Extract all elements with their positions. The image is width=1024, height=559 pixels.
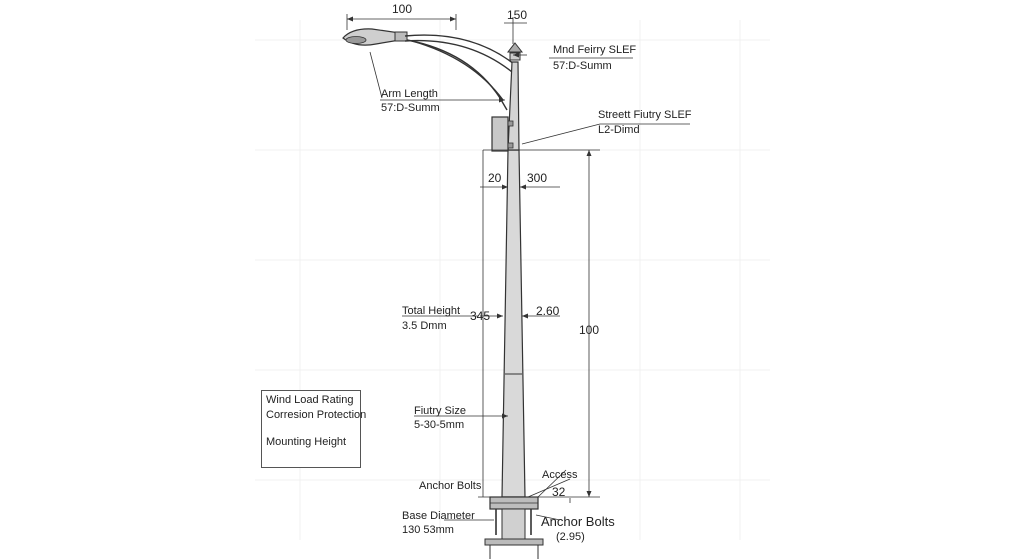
dim-32: 32 <box>552 485 566 499</box>
label-base-title: Base Diameter <box>402 510 475 522</box>
label-mnd-title: Mnd Feirry SLEF <box>553 44 637 56</box>
label-fiutry-value: 5-30-5mm <box>414 419 465 431</box>
dim-100-right: 100 <box>579 323 600 337</box>
legend-item-corrosion: Corresion Protection <box>266 409 367 421</box>
pole <box>501 42 526 498</box>
label-street-value: L2-Dimd <box>598 124 640 136</box>
pole-base <box>484 496 544 559</box>
dim-top-100: 100 <box>392 2 413 16</box>
dim-260: 2.60 <box>536 304 560 318</box>
label-base-value: 130 53mm <box>402 524 454 536</box>
dim-345: 345 <box>470 309 491 323</box>
control-box <box>491 116 514 152</box>
legend-item-wind-load: Wind Load Rating <box>266 394 354 406</box>
label-street-title: Streett Fiutry SLEF <box>598 109 692 121</box>
dim-20: 20 <box>488 171 502 185</box>
dim-top-150: 150 <box>507 8 528 22</box>
label-anchor-bolts-2-value: (2.95) <box>556 531 585 543</box>
label-total-title: Total Height <box>402 305 461 317</box>
dim-300: 300 <box>527 171 548 185</box>
lamp-arm <box>404 34 515 111</box>
label-arm-title: Arm Length <box>381 88 438 100</box>
label-arm-value: 57:D-Summ <box>381 102 440 114</box>
dimension-arrows <box>347 16 592 497</box>
label-anchor-bolts-2: Anchor Bolts <box>541 514 615 529</box>
label-access: Access <box>542 469 578 481</box>
luminaire <box>342 28 408 46</box>
label-mnd-value: 57:D-Summ <box>553 60 612 72</box>
label-total-value: 3.5 Dmm <box>402 320 447 332</box>
label-anchor-bolts: Anchor Bolts <box>419 480 482 492</box>
dimension-lines <box>346 14 690 521</box>
legend-box: Wind Load Rating Corresion Protection Mo… <box>261 390 366 468</box>
legend-item-mounting-height: Mounting Height <box>266 436 347 448</box>
label-fiutry-title: Fiutry Size <box>414 405 466 417</box>
